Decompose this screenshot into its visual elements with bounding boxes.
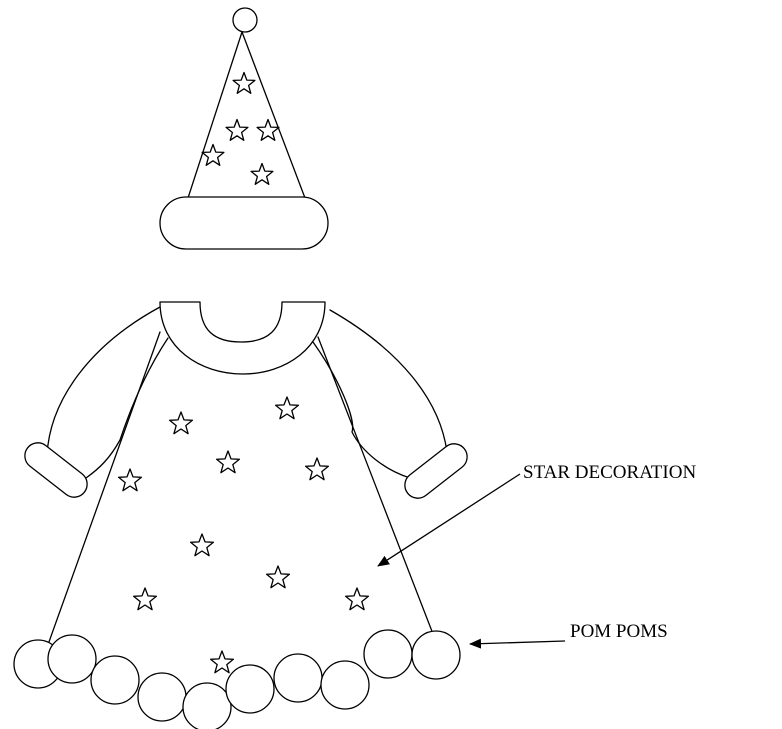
hat-cone xyxy=(188,32,305,198)
dress xyxy=(14,302,472,729)
star-icon xyxy=(226,120,248,141)
pom-pom xyxy=(226,665,274,713)
pom-poms xyxy=(14,630,460,729)
hat-pom-pom xyxy=(233,8,257,32)
dress-skirt xyxy=(45,332,440,653)
pom-pom xyxy=(48,635,96,683)
wizard-hat xyxy=(160,8,328,249)
right-cuff xyxy=(400,439,473,504)
right-sleeve xyxy=(313,310,447,478)
star-icon xyxy=(233,73,255,94)
star-icon xyxy=(217,451,240,473)
pom-pom xyxy=(138,673,186,721)
star-decoration-label: STAR DECORATION xyxy=(523,463,696,482)
star-icon xyxy=(276,397,299,419)
hat-stars xyxy=(202,73,279,185)
star-icon xyxy=(267,566,290,588)
star-icon xyxy=(257,120,279,141)
star-icon xyxy=(251,164,273,185)
star-decoration-arrow xyxy=(378,474,520,566)
star-icon xyxy=(202,145,224,166)
pom-pom xyxy=(91,656,139,704)
left-cuff xyxy=(20,438,93,503)
dress-stars xyxy=(119,397,369,673)
pom-pom xyxy=(412,631,460,679)
hat-brim xyxy=(160,197,328,249)
pom-pom xyxy=(183,683,231,729)
star-icon xyxy=(170,412,193,434)
star-icon xyxy=(119,469,142,491)
star-icon xyxy=(134,588,157,610)
star-icon xyxy=(191,534,214,556)
pom-pom xyxy=(321,661,369,709)
pom-pom xyxy=(364,630,412,678)
pom-poms-label: POM POMS xyxy=(570,622,668,641)
star-icon xyxy=(211,651,234,673)
dress-collar xyxy=(160,302,325,374)
star-icon xyxy=(306,458,329,480)
pom-pom xyxy=(274,654,322,702)
pom-poms-arrow xyxy=(470,641,565,644)
left-sleeve xyxy=(47,307,168,478)
star-icon xyxy=(346,588,369,610)
